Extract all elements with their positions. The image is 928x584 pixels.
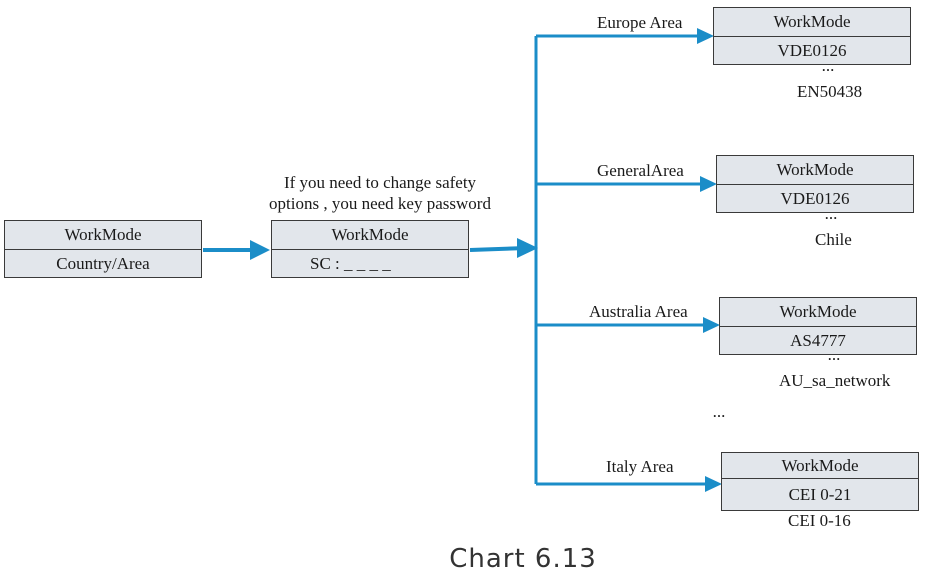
arrowhead — [703, 317, 720, 333]
box-title: WorkMode — [331, 225, 409, 244]
ellipsis: ... — [821, 56, 835, 75]
box-title: WorkMode — [773, 12, 851, 31]
workmode-europe-box: WorkMode VDE0126 — [713, 7, 911, 65]
box-value: AS4777 — [720, 326, 916, 354]
ellipsis: ... — [827, 345, 841, 364]
password-note: If you need to change safety options , y… — [240, 172, 520, 214]
more-areas-ellipsis: ... — [712, 402, 726, 421]
workmode-italy-box: WorkMode CEI 0-21 — [721, 452, 919, 511]
box-value: VDE0126 — [717, 184, 913, 212]
workmode-sc-box: WorkMode SC : _ _ _ _ — [271, 220, 469, 278]
area-label-australia: Australia Area — [589, 302, 688, 321]
ellipsis: ... — [824, 204, 838, 223]
note-line-2: options , you need key password — [269, 194, 491, 213]
box-title: WorkMode — [776, 160, 854, 179]
extra-mode-italy: CEI 0-16 — [788, 511, 851, 530]
extra-mode-europe: EN50438 — [797, 82, 863, 101]
note-line-1: If you need to change safety — [283, 173, 477, 192]
figure-caption: Chart 6.13 — [449, 544, 597, 574]
workmode-country-box: WorkMode Country/Area — [4, 220, 202, 278]
area-label-italy: Italy Area — [606, 457, 674, 476]
box-title: WorkMode — [779, 302, 857, 321]
extra-mode-australia: AU_sa_network — [779, 371, 891, 390]
arrowhead — [250, 240, 270, 260]
arrowhead — [705, 476, 722, 492]
workmode-general-box: WorkMode VDE0126 — [716, 155, 914, 213]
box-value: Country/Area — [5, 249, 201, 277]
area-label-europe: Europe Area — [597, 13, 683, 32]
arrowhead — [697, 28, 714, 44]
arrowhead — [700, 176, 717, 192]
box-value: SC : _ _ _ _ — [272, 249, 468, 277]
box-title: WorkMode — [64, 225, 142, 244]
box-title: WorkMode — [781, 455, 859, 475]
arrowhead — [517, 238, 538, 258]
box-value: CEI 0-21 — [722, 478, 918, 510]
area-label-general: GeneralArea — [597, 161, 684, 180]
extra-mode-general: Chile — [815, 230, 852, 249]
workmode-australia-box: WorkMode AS4777 — [719, 297, 917, 355]
box-value: VDE0126 — [714, 36, 910, 64]
